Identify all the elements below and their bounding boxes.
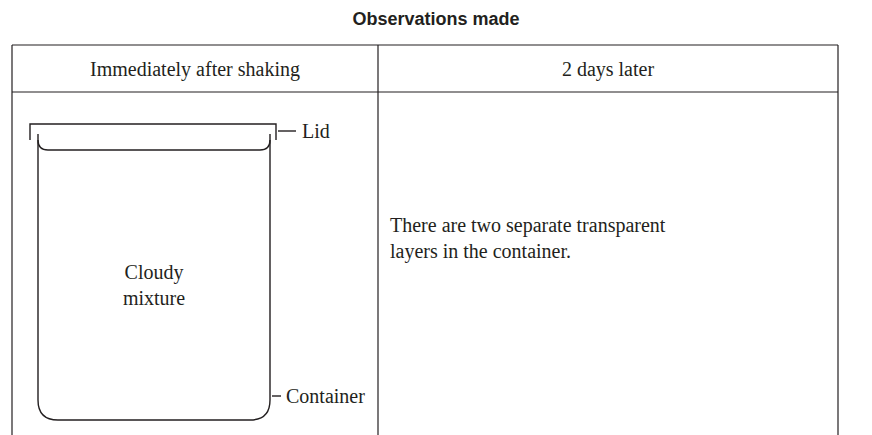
container-drawing: [30, 124, 296, 420]
callout-label: Lid: [302, 118, 330, 144]
callout-label: Container: [286, 383, 365, 409]
node-text: Cloudy mixture: [99, 259, 209, 311]
container-contents: Cloudy mixture: [40, 152, 268, 418]
column-header: Immediately after shaking: [90, 56, 300, 82]
table-cell: There are two separate transparent layer…: [390, 212, 680, 264]
column-header: 2 days later: [562, 56, 654, 82]
title: Observations made: [352, 6, 519, 32]
